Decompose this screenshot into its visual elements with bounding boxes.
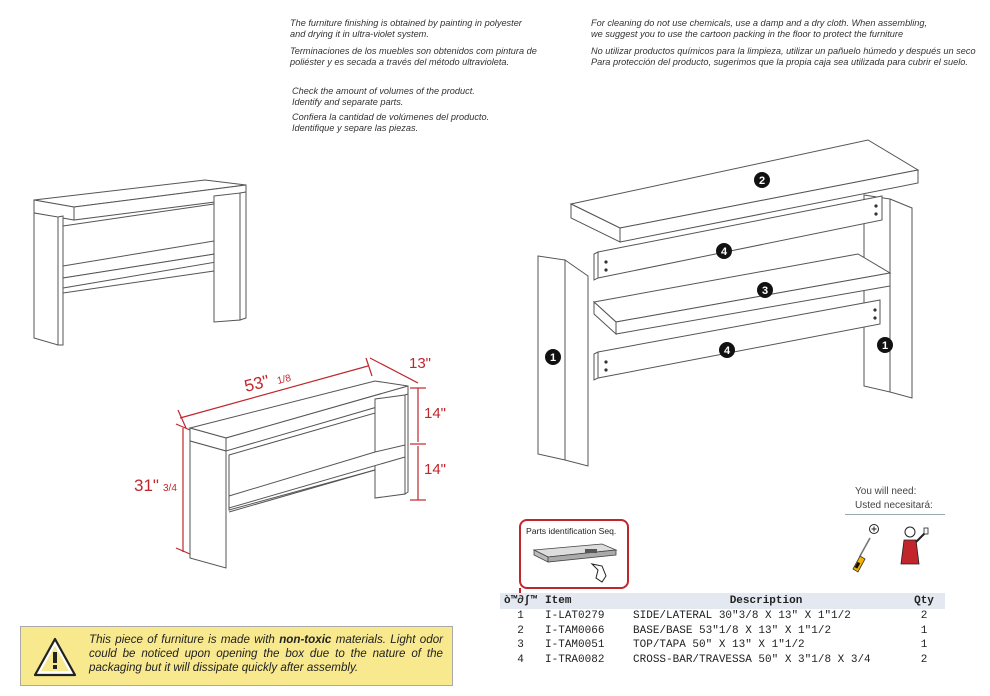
- dimension-shelf-lower: 14": [424, 461, 446, 478]
- row-number: 3: [517, 639, 524, 652]
- row-qty: 2: [920, 653, 928, 666]
- finishing-note-en: The furniture finishing is obtained by p…: [290, 18, 522, 39]
- parts-table: ò™∂∫™ Item Description Qty 1 I-LAT0279 S…: [500, 593, 945, 667]
- callout-crossbar-upper: [716, 243, 732, 259]
- callout-side-left-label: 1: [550, 352, 556, 364]
- row-item: I-LAT0279: [545, 610, 605, 623]
- dimension-shelf-upper: 14": [424, 405, 446, 422]
- tools-needed-label-es: Usted necesitará:: [855, 500, 933, 511]
- callout-side-left: [545, 349, 561, 365]
- callout-crossbar-lower-label: 4: [724, 345, 731, 357]
- callout-crossbar-lower: [719, 342, 735, 358]
- row-qty: 1: [920, 624, 928, 637]
- screwdriver-icon: [852, 524, 879, 573]
- non-toxic-warning-box: This piece of furniture is made with non…: [20, 626, 453, 686]
- warning-text-bold: non-toxic: [279, 633, 332, 646]
- callout-side-right-label: 1: [882, 340, 888, 352]
- header-description: Description: [729, 595, 803, 607]
- callout-base-label: 3: [762, 285, 768, 297]
- row-qty: 2: [920, 610, 928, 623]
- check-note-en: Check the amount of volumes of the produ…: [292, 86, 475, 107]
- check-note-es: Confiera la cantidad de volúmenes del pr…: [292, 112, 490, 133]
- parts-identification-title: Parts identification Seq.: [526, 526, 616, 536]
- table-row: 3 I-TAM0051 TOP/TAPA 50" X 13" X 1"1/2 1: [500, 638, 945, 653]
- row-description: CROSS-BAR/TRAVESSA 50" X 3"1/8 X 3/4: [633, 653, 871, 666]
- row-description: BASE/BASE 53"1/8 X 13" X 1"1/2: [633, 624, 832, 637]
- parts-table-header: ò™∂∫™ Item Description Qty: [500, 593, 945, 609]
- header-number: ò™∂∫™: [504, 595, 538, 607]
- finishing-note-es: Terminaciones de los muebles son obtenid…: [290, 46, 537, 67]
- warning-text: This piece of furniture is made with non…: [89, 633, 443, 675]
- callout-base: [757, 282, 773, 298]
- callout-crossbar-upper-label: 4: [721, 246, 728, 258]
- header-item: Item: [545, 595, 572, 607]
- row-qty: 1: [920, 639, 928, 652]
- cleaning-note-en: For cleaning do not use chemicals, use a…: [591, 18, 928, 39]
- row-number: 4: [517, 653, 524, 666]
- dimension-depth: 13": [409, 355, 431, 372]
- callout-top: [754, 172, 770, 188]
- tools-divider: [845, 514, 945, 515]
- table-row: 2 I-TAM0066 BASE/BASE 53"1/8 X 13" X 1"1…: [500, 624, 945, 639]
- row-description: SIDE/LATERAL 30"3/8 X 13" X 1"1/2: [633, 610, 851, 623]
- pointing-hand-icon: [590, 563, 607, 583]
- parts-identification-box: Parts identification Seq.: [514, 519, 629, 596]
- row-item: I-TRA0082: [545, 653, 605, 666]
- callout-side-right: [877, 337, 893, 353]
- row-number: 1: [517, 610, 524, 623]
- tools-needed-label-en: You will need:: [855, 486, 917, 497]
- dimension-height: 31": [134, 476, 159, 495]
- row-number: 2: [517, 624, 524, 637]
- callout-top-label: 2: [759, 175, 765, 187]
- warning-icon: [33, 637, 77, 677]
- dimension-width-fraction: 1/8: [276, 373, 293, 387]
- row-item: I-TAM0051: [545, 639, 605, 652]
- warning-text-before: This piece of furniture is made with: [89, 633, 280, 646]
- header-qty: Qty: [914, 595, 934, 607]
- cleaning-note-es: No utilizar productos químicos para la l…: [591, 46, 976, 67]
- worker-icon: [900, 526, 929, 565]
- row-description: TOP/TAPA 50" X 13" X 1"1/2: [633, 639, 805, 652]
- dimension-height-fraction: 3/4: [163, 483, 177, 494]
- table-row: 1 I-LAT0279 SIDE/LATERAL 30"3/8 X 13" X …: [500, 609, 945, 624]
- row-item: I-TAM0066: [545, 624, 605, 637]
- warning-text-after: materials. Light odor could be noticed u…: [89, 633, 443, 674]
- table-row: 4 I-TRA0082 CROSS-BAR/TRAVESSA 50" X 3"1…: [500, 653, 945, 668]
